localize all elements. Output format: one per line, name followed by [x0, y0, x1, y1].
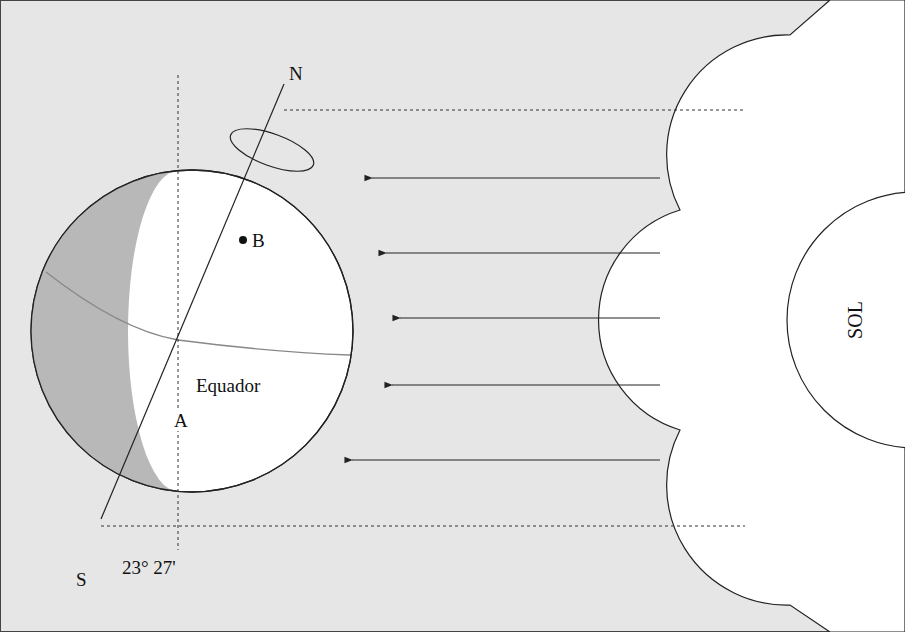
sun-rays: [599, 0, 905, 632]
guide-line: [284, 110, 745, 111]
night-side: [31, 171, 178, 492]
sun-disc: [787, 192, 905, 448]
angle-label: 23° 27': [122, 558, 176, 577]
ray-arrow: [386, 252, 660, 253]
equator-label: Equador: [196, 376, 260, 395]
point-label: A: [172, 410, 190, 431]
equator-line: [46, 272, 350, 355]
sun-rays-arrows: [352, 178, 660, 460]
ray-arrow: [400, 317, 660, 318]
point-label: B: [252, 231, 265, 250]
earth-axis: [101, 84, 284, 519]
pole-label: S: [76, 570, 87, 589]
pole-label: N: [289, 64, 303, 83]
guide-line: [101, 526, 745, 527]
ray-arrow: [392, 384, 660, 385]
rotation-ellipse: [225, 120, 319, 180]
sun-label: SOL: [845, 301, 865, 339]
ray-arrow: [372, 177, 660, 178]
point-b: [239, 236, 247, 244]
sun-node: SOL: [841, 297, 869, 343]
vertical-guide: [178, 75, 179, 550]
ray-arrow: [352, 459, 660, 460]
earth: [31, 170, 353, 492]
earth-outline: [31, 170, 353, 492]
